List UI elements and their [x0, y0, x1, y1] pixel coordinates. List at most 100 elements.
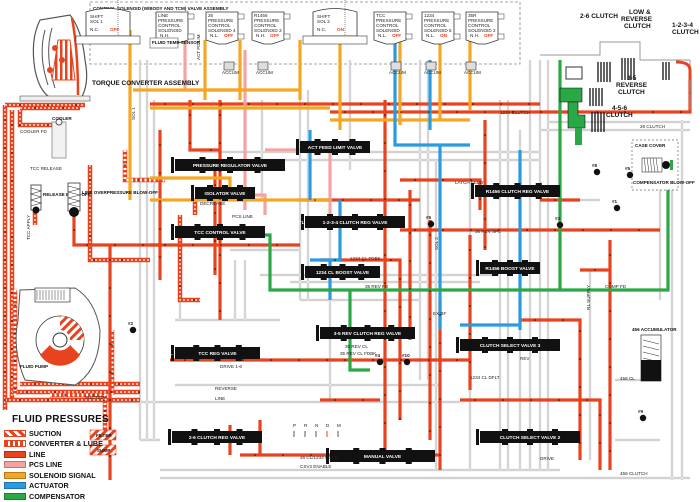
- passage-label-c35-rev-cl: 35 REV CL: [345, 344, 368, 349]
- passage-dot: [111, 372, 113, 374]
- passage-label-comp-fd: COMP FD: [605, 284, 627, 289]
- passage-label-suction: SUCTION: [85, 395, 106, 400]
- checkball-label: #10: [402, 353, 410, 358]
- passage-dot: [372, 359, 374, 361]
- passage-dot: [470, 229, 472, 231]
- passage-dot: [89, 207, 91, 209]
- clutch-35-rev-reg-valve[interactable]: 3-5 REV CLUTCH REG VALVE: [316, 325, 415, 341]
- passage-dot: [479, 198, 481, 200]
- passage-dot: [210, 149, 212, 151]
- passage-dot: [214, 184, 216, 186]
- legend-swatch: [4, 471, 26, 479]
- line-passage: [72, 215, 160, 247]
- converter-lube-passage-inner: [19, 110, 55, 126]
- valve-label: 1-2-3-4 CLUTCH REG VALVE: [323, 220, 389, 226]
- legend-title: FLUID PRESSURES: [12, 414, 109, 425]
- passage-dot: [242, 359, 244, 361]
- passage-dot: [86, 244, 88, 246]
- passage-label-sol-2: SOL 2: [434, 237, 439, 250]
- passage-dot: [109, 315, 111, 317]
- passage-dot: [562, 319, 564, 321]
- passage-dot: [118, 383, 120, 385]
- passage-dot: [138, 391, 140, 393]
- legend-swatch: [4, 440, 26, 447]
- passage-dot: [579, 414, 581, 416]
- valve-land: [352, 214, 358, 230]
- solenoid-body: [85, 8, 131, 37]
- clutch-1234-reg-valve[interactable]: 1-2-3-4 CLUTCH REG VALVE: [301, 214, 405, 230]
- valve-land: [532, 337, 538, 353]
- passage-dot: [429, 234, 431, 236]
- passage-dot: [310, 454, 312, 456]
- isolator-valve[interactable]: ISOLATOR VALVE: [191, 185, 255, 201]
- filter-label: FILTER: [96, 433, 112, 438]
- clutch-1234-boost-valve[interactable]: 1234 CL BOOST VALVE: [301, 264, 380, 280]
- accumulator-456-label: 456 ACCUMULATOR: [632, 327, 677, 332]
- passage-dot: [362, 259, 364, 261]
- gear-p: P: [293, 423, 296, 428]
- valve-land: [237, 185, 243, 201]
- valve-end-cap: [171, 157, 174, 173]
- passage-dot: [334, 399, 336, 401]
- solenoid-connector: [237, 33, 245, 40]
- line-passage: [520, 318, 582, 460]
- passage-dot: [384, 310, 386, 312]
- legend-label: SUCTION: [29, 428, 62, 438]
- pressure-regulator-valve[interactable]: PRESSURE REGULATOR VALVE: [171, 157, 285, 173]
- passage-dot: [11, 180, 13, 182]
- tcc-control-valve[interactable]: TCC CONTROL VALVE: [171, 224, 265, 240]
- passage-dot: [14, 388, 16, 390]
- clutch-26-reg-valve[interactable]: 2-6 CLUTCH REG VALVE: [168, 429, 262, 445]
- solenoid-type: N.H.: [160, 33, 169, 38]
- passage-dot: [469, 305, 471, 307]
- r1456-boost-valve[interactable]: R1456 BOOST VALVE: [476, 260, 540, 276]
- valve-land: [364, 325, 371, 341]
- passage-dot: [360, 103, 362, 105]
- passage-dot: [254, 454, 256, 456]
- passage-label-c1234-cl-fdbk: 1234 CL FDBK: [350, 256, 382, 261]
- manual-valve[interactable]: MANUAL VALVE: [326, 448, 435, 464]
- passage-dot: [439, 426, 441, 428]
- passage-dot: [609, 254, 611, 256]
- solenoid-connector: [497, 33, 505, 40]
- passage-dot: [248, 244, 250, 246]
- fluid-temp-sensor-label: FLUID TEMP SENSOR: [152, 40, 201, 45]
- passage-dot: [159, 172, 161, 174]
- clutch-select-valve-3[interactable]: CLUTCH SELECT VALVE 3: [456, 337, 560, 353]
- act-feed-limit-valve[interactable]: ACT FEED LIMIT VALVE: [296, 139, 370, 155]
- tcc-reg-valve[interactable]: TCC REG VALVE: [171, 345, 260, 361]
- valve-land: [492, 260, 498, 276]
- accumulator-icon: [465, 61, 477, 71]
- passage-dot: [599, 442, 601, 444]
- checkball-4: [376, 358, 384, 366]
- passage-dot: [429, 374, 431, 376]
- solenoid-type: N.C.: [317, 27, 326, 32]
- solenoid-type: N.H.: [256, 33, 265, 38]
- passage-label-drive-16: DRIVE 1-6: [220, 364, 242, 369]
- passage-dot: [384, 114, 386, 116]
- accumulator-456: [640, 334, 662, 382]
- passage-dot: [456, 111, 458, 113]
- passage-dot: [282, 454, 284, 456]
- passage-dot: [75, 104, 77, 106]
- solenoid-body: [465, 11, 499, 45]
- valve-label: CLUTCH SELECT VALVE 2: [500, 435, 561, 441]
- passage-dot: [400, 359, 402, 361]
- valve-land: [405, 448, 412, 464]
- checkball-label: #9: [638, 409, 644, 414]
- checkball-2: [129, 326, 137, 334]
- line-overpressure-blowoff-label: LINE OVERPRESSURE BLOW-OFF: [82, 190, 158, 195]
- passage-dot: [11, 208, 13, 210]
- gear-n: N: [315, 423, 318, 428]
- clutch-26-label: 2-6 CLUTCH: [580, 13, 618, 20]
- clutch-select-valve-2[interactable]: CLUTCH SELECT VALVE 2: [476, 429, 580, 445]
- valve-land: [353, 448, 360, 464]
- passage-label-c26-clutch: 26 CLUTCH: [640, 124, 665, 129]
- valve-land: [227, 157, 233, 173]
- fluid-pump: [15, 287, 101, 386]
- r1456-clutch-reg-valve[interactable]: R1456 CLUTCH REG VALVE: [471, 183, 560, 199]
